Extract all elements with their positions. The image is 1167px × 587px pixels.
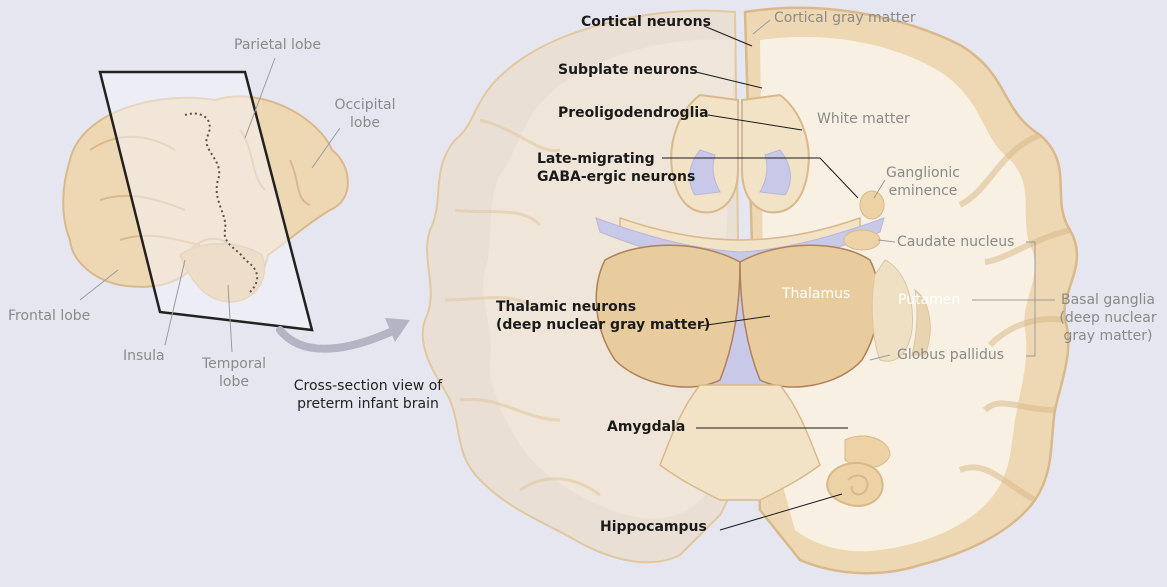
label-globus-pallidus: Globus pallidus — [897, 346, 1004, 364]
lateral-brain-illustration — [63, 72, 348, 330]
label-amygdala: Amygdala — [607, 418, 685, 436]
label-frontal-lobe: Frontal lobe — [8, 307, 90, 325]
label-thalamus: Thalamus — [782, 285, 850, 303]
label-caudate-nucleus: Caudate nucleus — [897, 233, 1014, 251]
caption-line1: Cross-section view of — [283, 377, 453, 395]
label-ganglionic-eminence: Ganglionic eminence — [878, 164, 968, 200]
label-cortical-gray-matter: Cortical gray matter — [774, 9, 916, 27]
label-white-matter: White matter — [817, 110, 910, 128]
label-ganglionic-line1: Ganglionic — [878, 164, 968, 182]
label-thalamic-neurons: Thalamic neurons (deep nuclear gray matt… — [496, 298, 710, 334]
label-temporal-line2: lobe — [194, 373, 274, 391]
label-occipital-lobe: Occipital lobe — [330, 96, 400, 132]
label-late-migrating: Late-migrating GABA-ergic neurons — [537, 150, 695, 186]
label-cortical-neurons: Cortical neurons — [581, 13, 711, 31]
label-parietal-lobe: Parietal lobe — [234, 36, 321, 54]
label-ganglionic-line2: eminence — [878, 182, 968, 200]
label-thalamic-line2: (deep nuclear gray matter) — [496, 316, 710, 334]
label-basal-ganglia-line1: Basal ganglia — [1052, 291, 1164, 309]
label-subplate-neurons: Subplate neurons — [558, 61, 698, 79]
label-basal-ganglia: Basal ganglia (deep nuclear gray matter) — [1052, 291, 1164, 345]
label-basal-ganglia-line3: gray matter) — [1052, 327, 1164, 345]
caption-line2: preterm infant brain — [283, 395, 453, 413]
label-temporal-lobe: Temporal lobe — [194, 355, 274, 391]
label-hippocampus: Hippocampus — [600, 518, 707, 536]
label-late-migrating-line1: Late-migrating — [537, 150, 695, 168]
caudate-shape — [844, 230, 880, 250]
coronal-section — [423, 8, 1077, 573]
label-occipital-line2: lobe — [330, 114, 400, 132]
label-basal-ganglia-line2: (deep nuclear — [1052, 309, 1164, 327]
label-occipital-line1: Occipital — [330, 96, 400, 114]
label-putamen: Putamen — [898, 291, 960, 309]
label-thalamic-line1: Thalamic neurons — [496, 298, 710, 316]
label-insula: Insula — [123, 347, 165, 365]
label-preoligodendroglia: Preoligodendroglia — [558, 104, 709, 122]
hippocampus-shape — [827, 463, 882, 506]
label-temporal-line1: Temporal — [194, 355, 274, 373]
label-late-migrating-line2: GABA-ergic neurons — [537, 168, 695, 186]
curved-arrow — [280, 330, 395, 349]
caption: Cross-section view of preterm infant bra… — [283, 377, 453, 413]
